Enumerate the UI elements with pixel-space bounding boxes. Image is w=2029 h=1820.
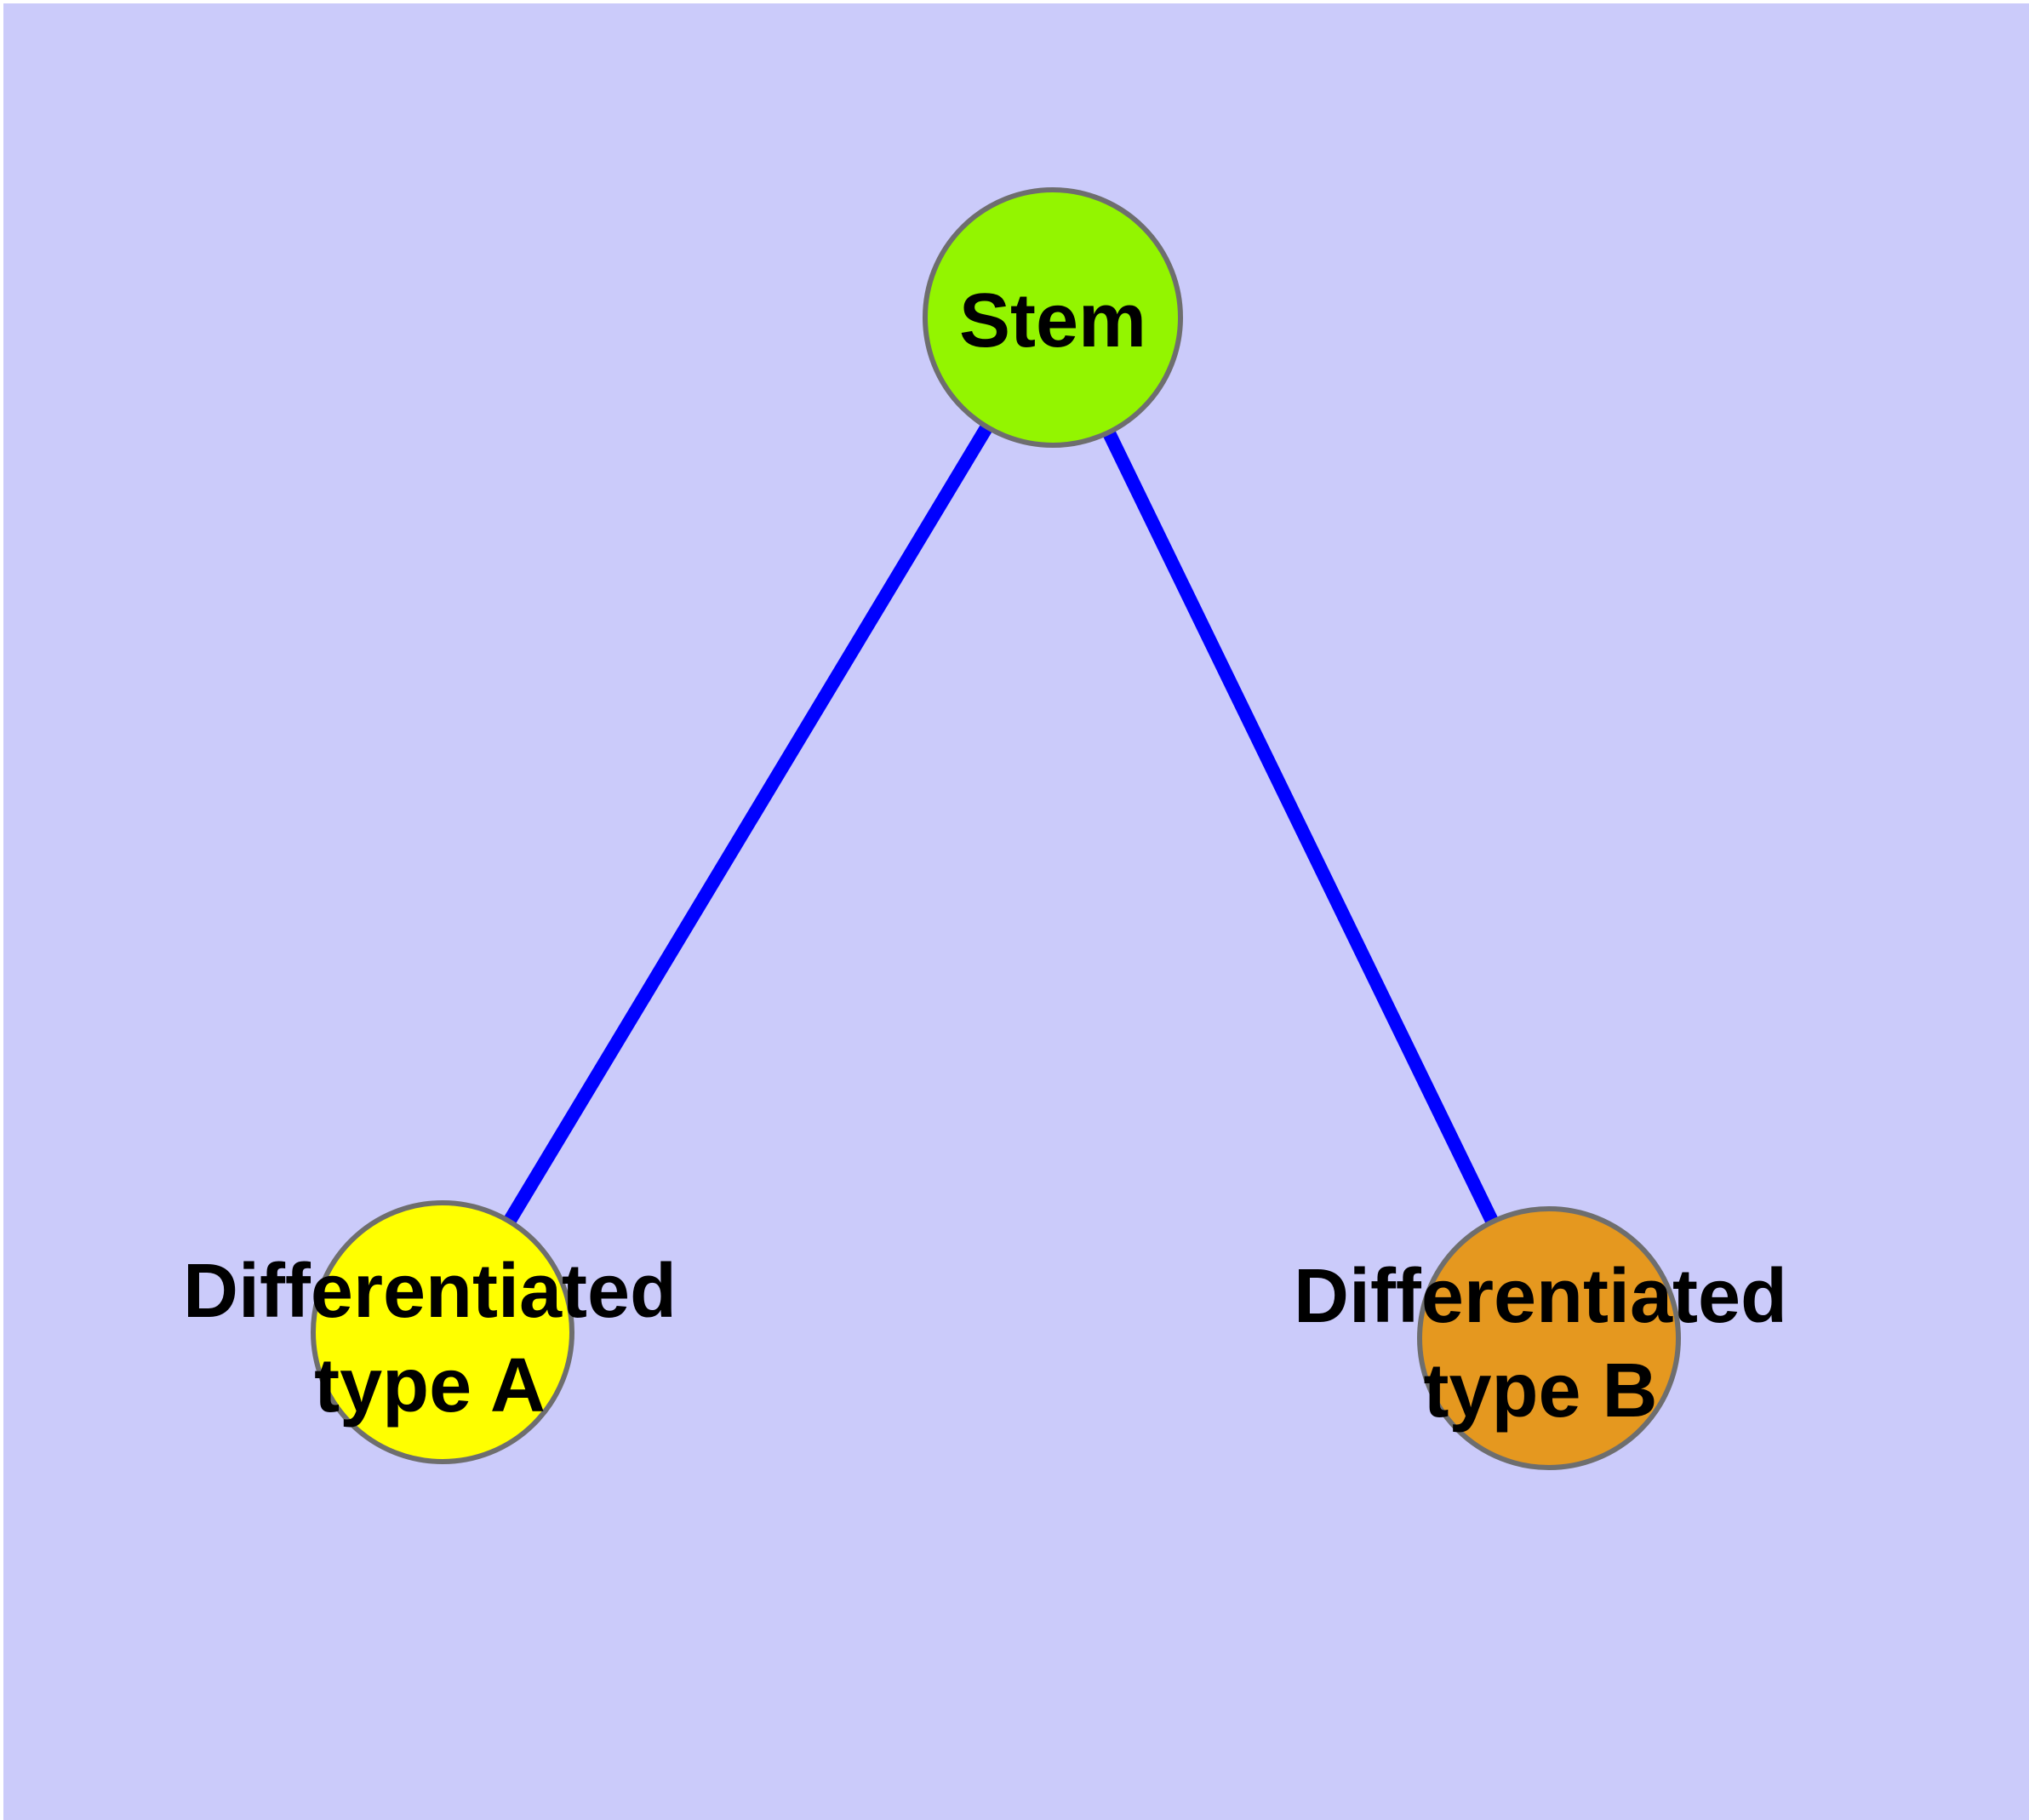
node-type-b-label-line-2: type B: [1423, 1348, 1657, 1434]
edge-stem-to-type-a: [437, 313, 1059, 1336]
node-stem-label: Stem: [959, 278, 1146, 363]
node-stem: [923, 187, 1183, 448]
node-differentiated-type-a: [311, 1200, 574, 1464]
node-type-a-label-line-1: Differentiated: [183, 1249, 677, 1334]
node-differentiated-type-b: [1417, 1206, 1681, 1470]
node-type-b-label-line-1: Differentiated: [1294, 1254, 1787, 1339]
node-type-a-label-line-2: type A: [314, 1343, 546, 1428]
edge-stem-to-type-b: [1046, 314, 1556, 1342]
